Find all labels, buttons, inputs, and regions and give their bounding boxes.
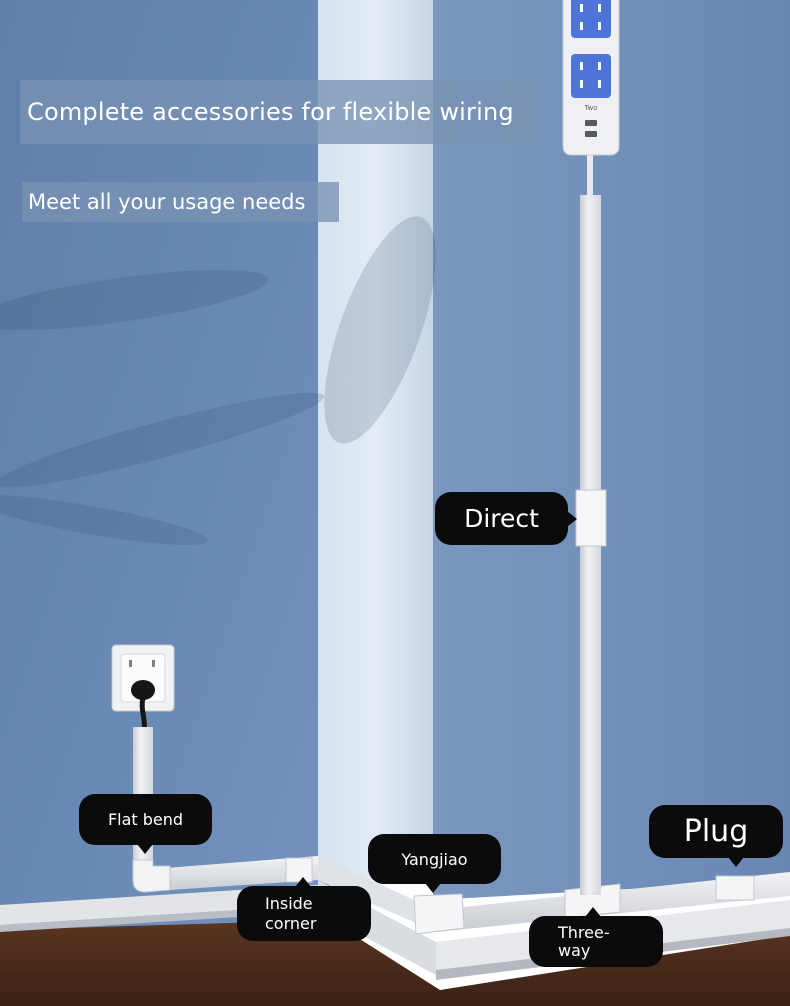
callout-plug: Plug — [649, 805, 783, 867]
callout-yangjiao: Yangjiao — [368, 834, 501, 893]
callout-flat-bend: Flat bend — [79, 794, 212, 854]
flat-bend-joint — [132, 859, 171, 893]
subheadline-banner: Meet all your usage needs — [22, 182, 339, 222]
callout-direct: Direct — [435, 492, 577, 545]
callout-three-way: Three- way — [529, 907, 663, 967]
power-strip-label: Two — [583, 104, 597, 112]
callout-inside-corner-line-1: Inside — [265, 893, 313, 913]
callout-direct-label: Direct — [464, 504, 539, 533]
headline-banner: Complete accessories for flexible wiring — [20, 80, 538, 144]
three-way-joint — [564, 883, 621, 919]
callout-inside-corner-line-2: corner — [265, 913, 317, 933]
raceway-left-run — [140, 856, 318, 892]
direct-connector — [575, 489, 607, 547]
callout-flat-bend-label: Flat bend — [107, 810, 184, 829]
raceway-pillar-run — [318, 856, 436, 932]
plug-end-cap — [715, 875, 755, 901]
right-wall — [433, 0, 790, 900]
wood-floor — [0, 920, 790, 1006]
callout-plug-label: Plug — [683, 814, 749, 849]
plug-head — [131, 680, 155, 700]
leaf-shadow — [0, 216, 436, 545]
callout-yangjiao-label: Yangjiao — [401, 849, 468, 869]
wall-socket — [111, 644, 175, 731]
callout-three-way-line-2: way — [558, 940, 591, 960]
power-strip — [562, 0, 620, 156]
callout-three-way-line-1: Three- — [558, 922, 610, 942]
wall-pillar — [318, 0, 436, 880]
yangjiao-joint — [413, 893, 465, 935]
callout-inside-corner: Inside corner — [237, 877, 371, 941]
